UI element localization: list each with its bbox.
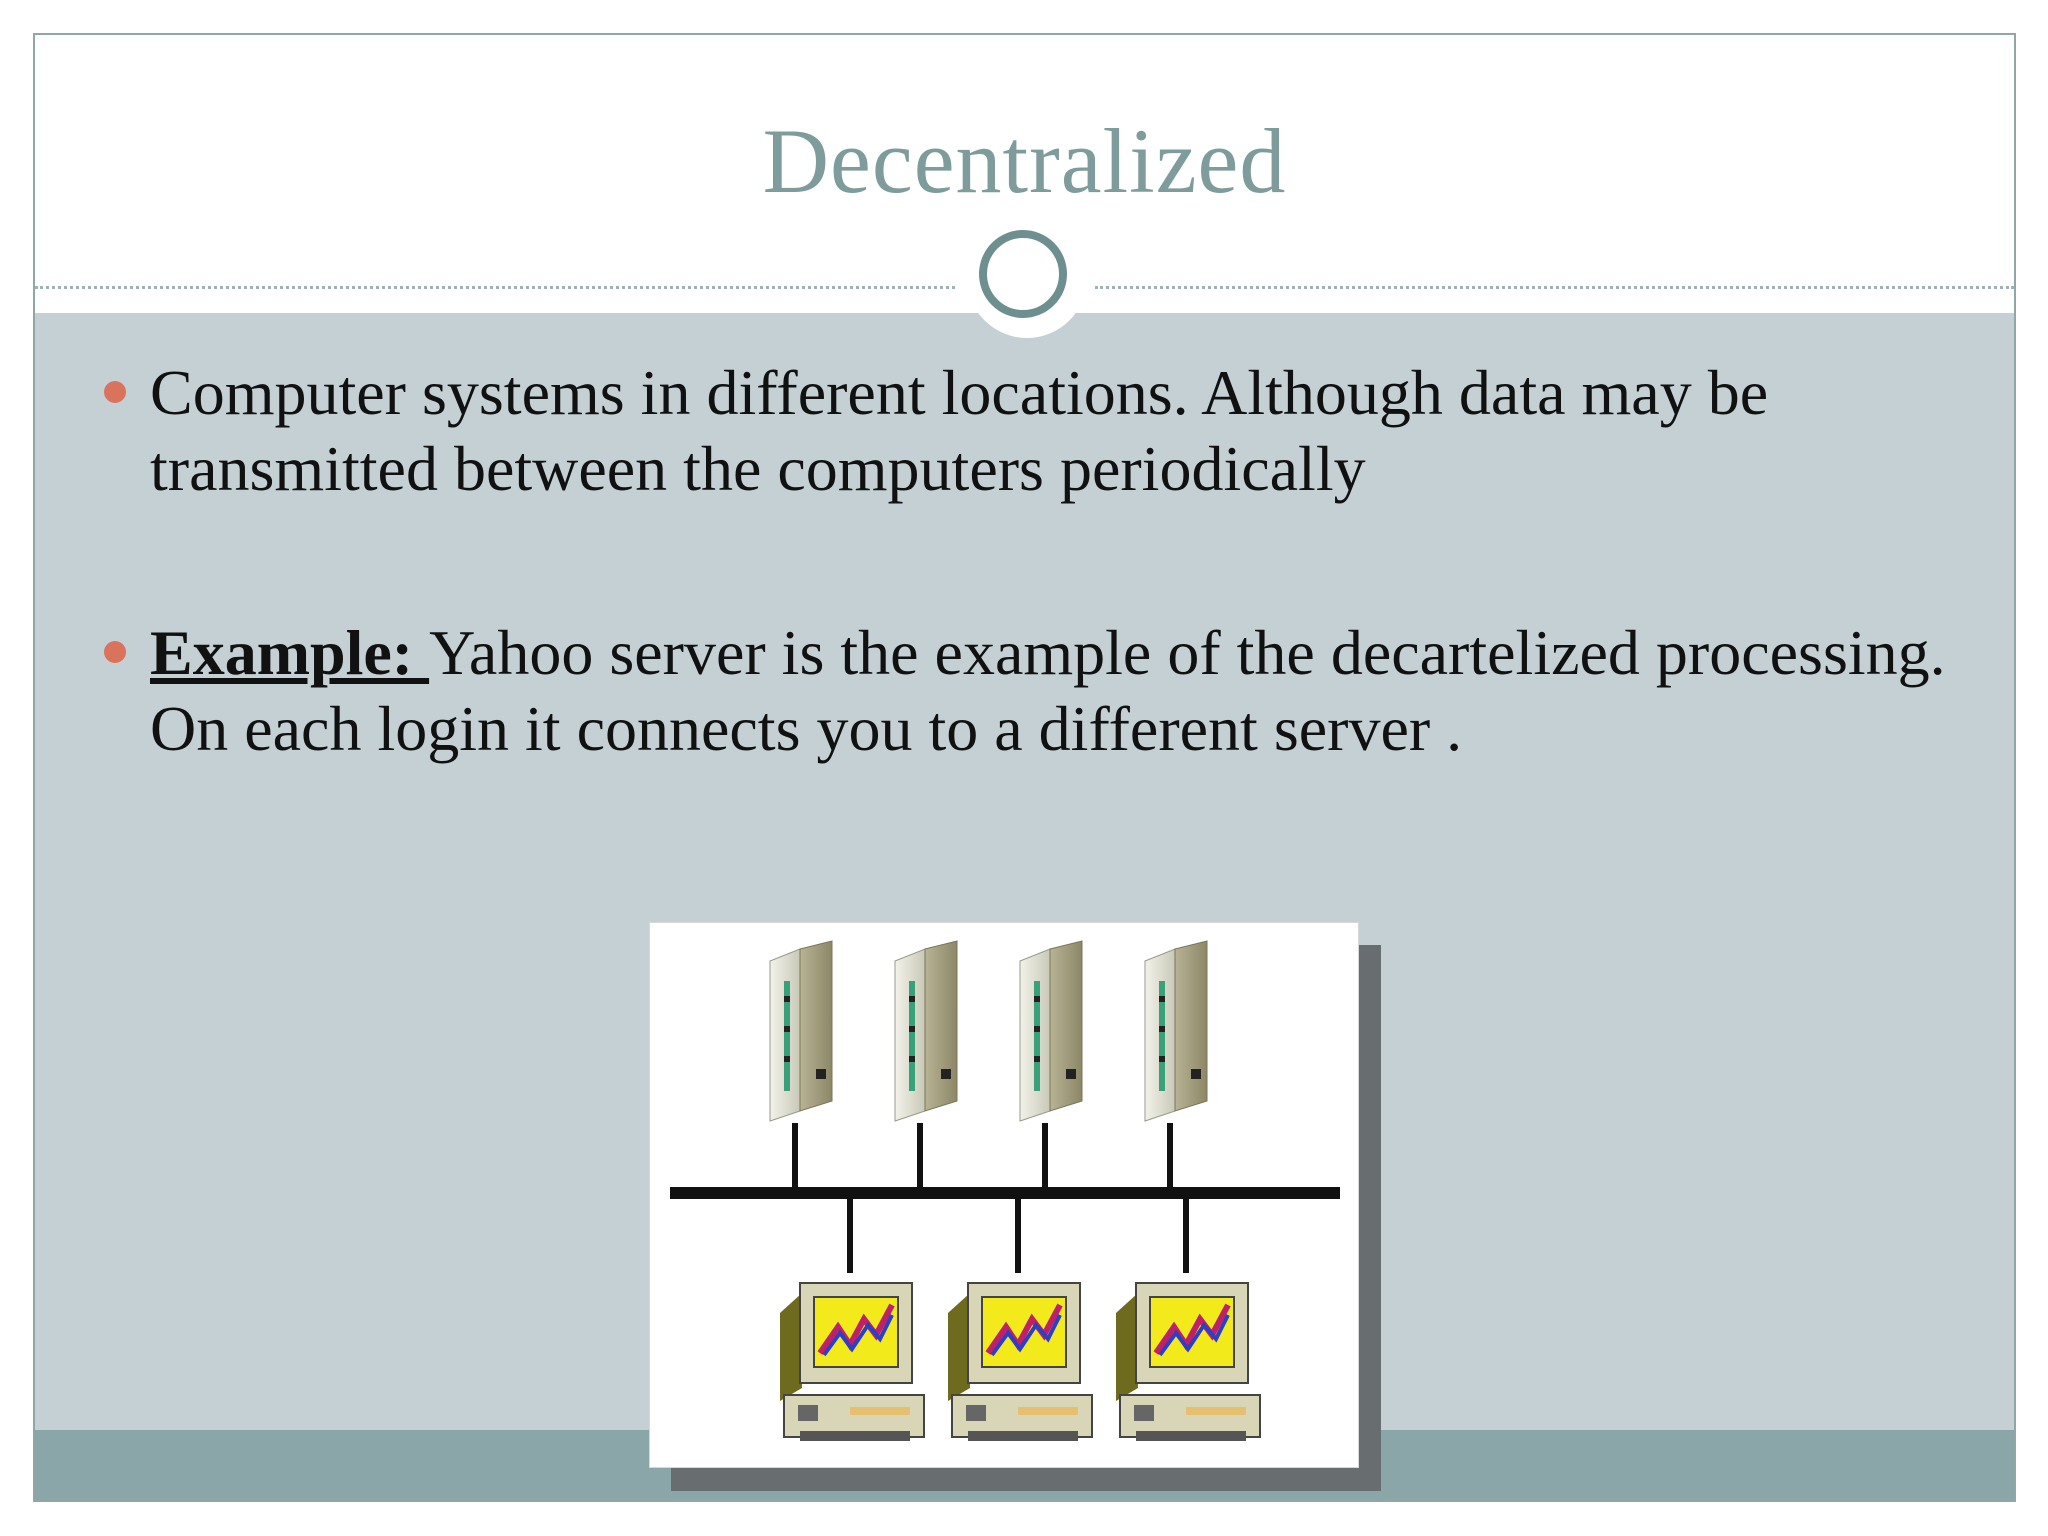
bullet-text: Yahoo server is the example of the decar… [150,617,1946,764]
workstation-icon [948,1282,1093,1441]
ornament-circle-icon [979,230,1067,318]
workstation-links [847,1199,1189,1273]
bullet-dot-icon [104,381,126,403]
divider-right [1095,286,2014,289]
network-diagram [649,922,1359,1468]
workstation-icon [1116,1282,1261,1441]
bullet-dot-icon [104,641,126,663]
bullet-label: Example: [150,617,430,688]
slide-title: Decentralized [762,110,1287,212]
bullet-text: Computer systems in different locations.… [150,357,1769,504]
server-icon [1144,940,1208,1122]
server-icon [769,940,833,1122]
server-icon [1019,940,1083,1122]
network-diagram-icon [670,940,1340,1441]
network-bus [670,1187,1340,1199]
bullet-item: Example: Yahoo server is the example of … [104,615,1950,767]
bullet-item: Computer systems in different locations.… [104,355,1950,507]
divider-left [35,286,955,289]
server-icon [894,940,958,1122]
slide: Decentralized Computer systems in differ… [33,33,2016,1502]
workstation-icon [780,1282,925,1441]
server-links [792,1123,1173,1193]
